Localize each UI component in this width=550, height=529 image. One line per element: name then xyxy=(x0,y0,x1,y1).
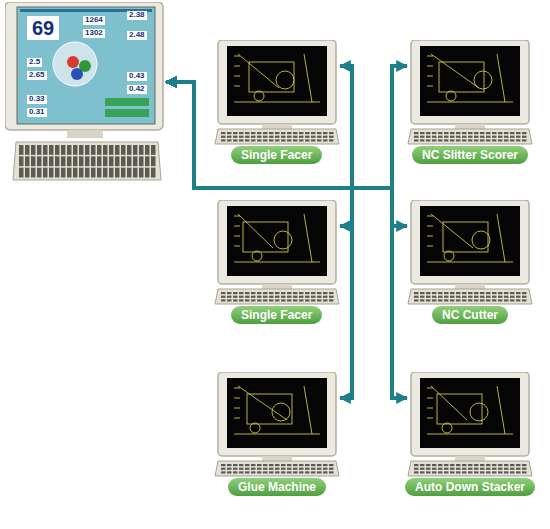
screen-value: 0.42 xyxy=(127,85,147,94)
machine-computer: NC Cutter xyxy=(405,200,535,326)
machine-label: NC Cutter xyxy=(432,306,508,324)
screen-value: 2.48 xyxy=(127,31,147,40)
screen-value: 69 xyxy=(27,16,59,40)
machine-label: NC Slitter Scorer xyxy=(412,146,528,164)
screen-value: 2.5 xyxy=(27,58,42,67)
screen-value: 1302 xyxy=(83,29,105,38)
screen-value: 1264 xyxy=(83,16,105,25)
machine-label: Single Facer xyxy=(231,146,322,164)
machine-computer: Single Facer xyxy=(212,40,342,166)
machine-computer: Glue Machine xyxy=(212,372,342,498)
machine-computer: Single Facer xyxy=(212,200,342,326)
machine-label: Auto Down Stacker xyxy=(405,478,535,496)
control-computer: 69 1264 1302 2.38 2.48 2.5 2.65 0.43 0.42 0.33 0.3… xyxy=(5,2,165,184)
screen-value: 2.38 xyxy=(127,11,147,20)
machine-label: Single Facer xyxy=(231,306,322,324)
machine-label: Glue Machine xyxy=(228,478,326,496)
screen-value: 2.65 xyxy=(27,71,47,80)
screen-value: 0.43 xyxy=(127,72,147,81)
machine-computer: NC Slitter Scorer xyxy=(405,40,535,166)
network-connector xyxy=(166,82,407,398)
machine-computer: Auto Down Stacker xyxy=(405,372,535,498)
screen-value: 0.33 xyxy=(27,95,47,104)
screen-value: 0.31 xyxy=(27,108,47,117)
